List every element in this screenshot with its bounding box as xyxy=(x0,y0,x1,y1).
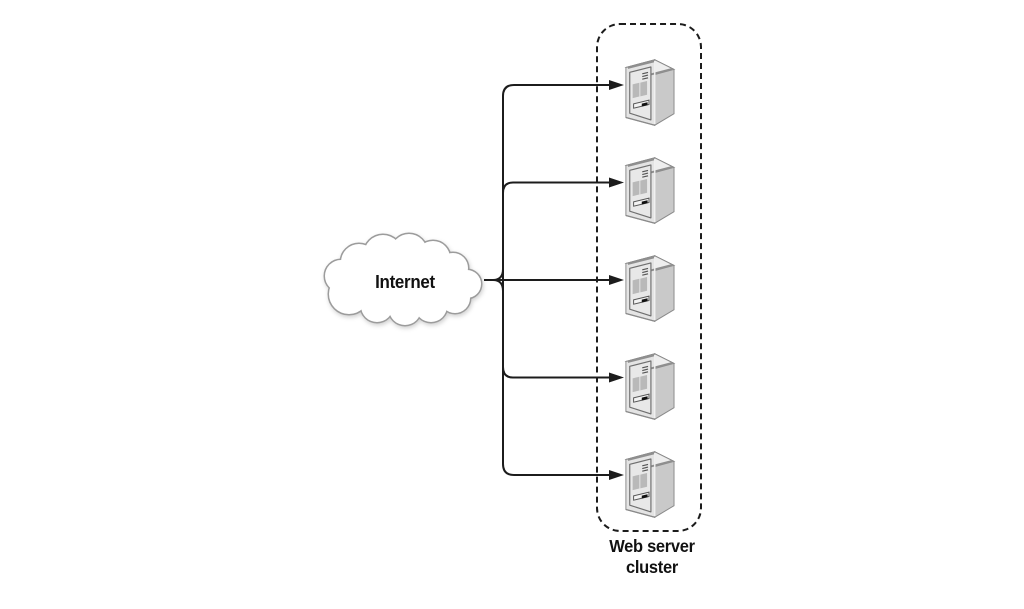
server-icon xyxy=(618,348,680,425)
arrow-icon xyxy=(609,470,624,480)
connector-trunk xyxy=(484,84,612,476)
server-icon xyxy=(618,250,680,327)
arrow-icon xyxy=(609,275,624,285)
arrow-icon xyxy=(609,177,624,188)
internet-label: Internet xyxy=(375,271,435,292)
server-icon xyxy=(618,446,680,523)
arrow-icon xyxy=(609,80,624,90)
server-cluster-box xyxy=(596,23,702,532)
cloud-icon xyxy=(323,232,483,327)
cluster-label: Web server cluster xyxy=(609,536,695,577)
arrow-icons xyxy=(609,80,624,480)
arrow-icon xyxy=(609,372,624,383)
server-icon xyxy=(618,54,680,131)
internet-cloud: Internet xyxy=(318,232,492,332)
server-icon xyxy=(618,152,680,229)
